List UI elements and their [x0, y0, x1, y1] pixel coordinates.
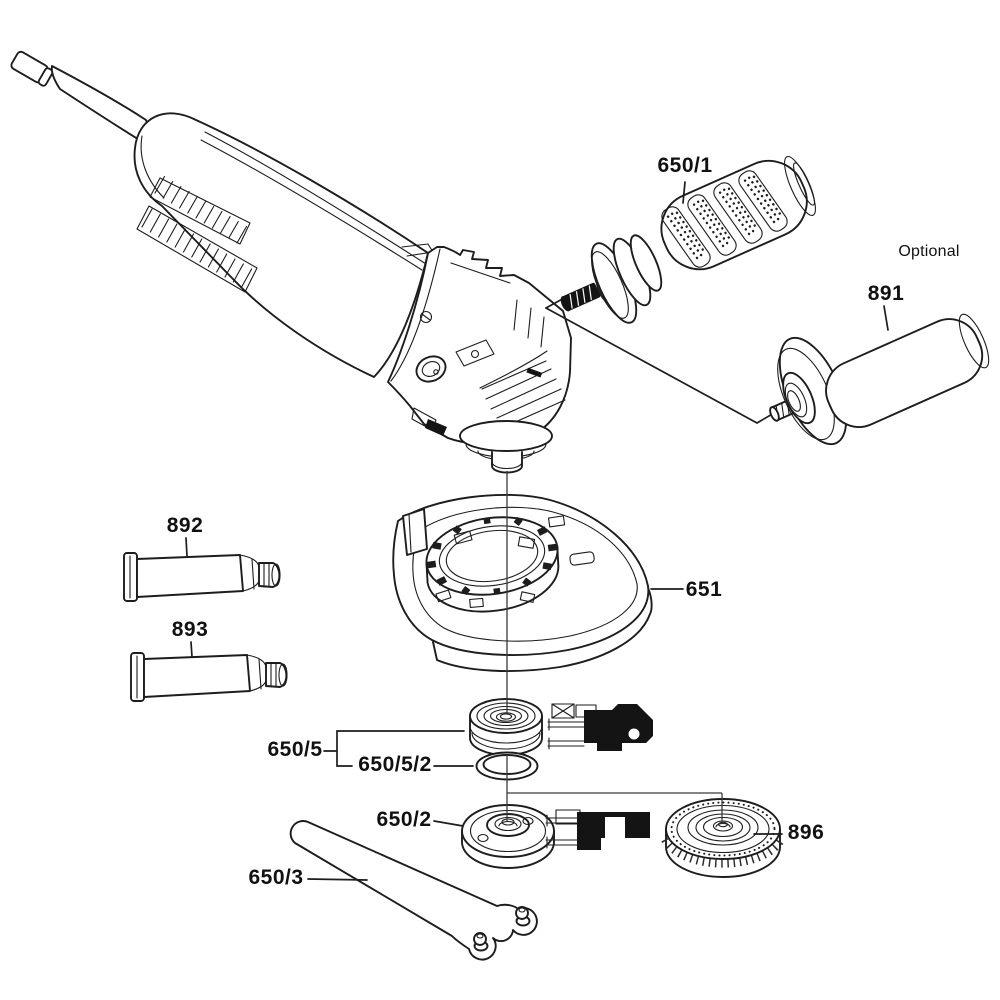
grease-tube-892	[123, 552, 281, 602]
spindle	[459, 420, 553, 474]
part-label-651: 651	[685, 578, 723, 601]
gear-head	[387, 246, 572, 474]
part-label-650-3: 650/3	[248, 866, 304, 889]
mounting-pictogram-flange	[547, 703, 653, 751]
label-leader-lines	[185, 181, 889, 881]
part-label-893: 893	[171, 618, 209, 641]
grip-texture	[661, 170, 788, 268]
handle-thread-stud	[560, 282, 601, 312]
grease-tube-893	[130, 652, 288, 702]
part-label-650-1: 650/1	[657, 154, 713, 177]
handle-flange	[777, 336, 848, 446]
side-handle-891	[769, 313, 990, 446]
part-label-650-5: 650/5	[267, 738, 323, 761]
collar-teeth	[426, 516, 558, 596]
optional-note: Optional	[898, 243, 960, 260]
part-label-892: 892	[166, 514, 204, 537]
anti-vibration-handle-650-1	[560, 155, 816, 324]
mounting-pictogram-nut	[545, 809, 650, 850]
handle-grip	[660, 159, 808, 271]
angle-grinder	[10, 50, 572, 474]
wheel-guard-651	[392, 493, 653, 672]
spanner-pin	[473, 932, 489, 952]
pin-spanner-650-3	[289, 820, 538, 961]
power-cord	[10, 50, 164, 152]
quick-clamping-nut-896	[661, 798, 785, 878]
handle-mount-lines	[545, 296, 775, 424]
handle-grip	[825, 318, 984, 428]
part-label-896: 896	[787, 821, 825, 844]
spanner-pin	[515, 906, 531, 927]
part-label-650-5-2: 650/5/2	[358, 753, 432, 776]
backing-flange-650-5	[469, 698, 543, 756]
part-label-891: 891	[867, 282, 905, 305]
motor-housing	[133, 112, 429, 378]
part-label-650-2: 650/2	[376, 808, 432, 831]
assembly-centerline	[506, 471, 723, 824]
motor-vents	[136, 175, 258, 293]
clamping-nut-650-2	[461, 804, 555, 869]
vibration-damper-discs	[590, 234, 663, 324]
